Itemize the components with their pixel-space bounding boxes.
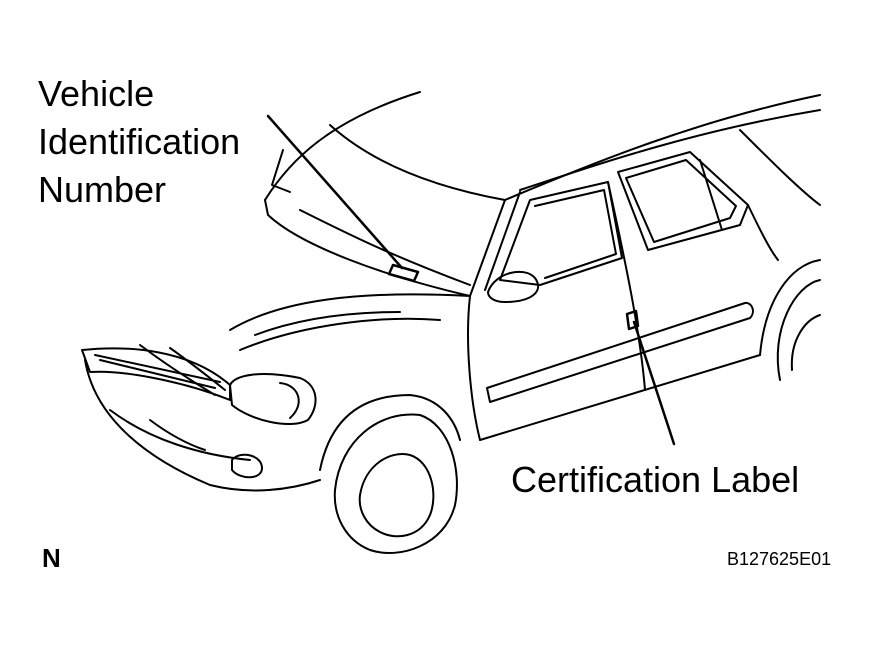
hood-panel-edge bbox=[264, 199, 471, 297]
side-molding bbox=[486, 301, 754, 403]
windshield-top bbox=[329, 124, 506, 201]
headlight-inner bbox=[279, 382, 300, 419]
door-seam-mid bbox=[607, 181, 646, 391]
rear-wheel-outer bbox=[776, 279, 821, 381]
roof-line bbox=[504, 94, 821, 201]
grille-slat-3 bbox=[139, 344, 216, 396]
vin-leader-line bbox=[266, 114, 404, 270]
certification-label-callout: Certification Label bbox=[511, 459, 800, 500]
windshield-edge bbox=[484, 191, 521, 291]
front-tire-outer bbox=[333, 413, 458, 554]
bumper-lower bbox=[109, 409, 251, 461]
bumper-slot bbox=[149, 419, 206, 451]
rear-quarter bbox=[739, 129, 821, 206]
rear-arch bbox=[759, 259, 821, 356]
rear-pillar bbox=[699, 159, 723, 231]
side-mirror bbox=[487, 270, 540, 303]
door-seam-front bbox=[467, 295, 481, 441]
a-pillar bbox=[469, 199, 506, 297]
cert-label-mark bbox=[625, 309, 640, 331]
hood-panel bbox=[264, 91, 421, 201]
rear-wheel-inner bbox=[790, 314, 821, 371]
figure-code: B127625E01 bbox=[727, 549, 832, 569]
rear-window bbox=[617, 151, 749, 251]
front-arch bbox=[319, 394, 461, 471]
door-seam-rear bbox=[747, 204, 779, 261]
fender-top bbox=[229, 293, 471, 331]
cert-leader-line bbox=[632, 320, 676, 446]
door-bottom bbox=[479, 354, 761, 441]
vin-callout-line-3: Number bbox=[38, 169, 167, 210]
headlight bbox=[229, 373, 317, 426]
vin-callout-line-2: Identification bbox=[38, 121, 241, 162]
hood-inner-line bbox=[299, 209, 471, 286]
rear-window-inner bbox=[625, 159, 737, 243]
front-bumper bbox=[84, 359, 321, 492]
fender-line bbox=[239, 317, 441, 351]
grille-outline bbox=[81, 347, 231, 401]
hood-prop-edge bbox=[271, 149, 291, 193]
vin-callout-line-1: Vehicle bbox=[38, 73, 155, 114]
vin-plate bbox=[387, 263, 420, 283]
front-window-inner bbox=[534, 189, 617, 279]
grille-slat-1 bbox=[94, 354, 221, 383]
vin-callout: Vehicle Identification Number bbox=[38, 70, 240, 214]
front-window bbox=[499, 181, 623, 286]
fender-crease bbox=[254, 311, 401, 336]
fog-lamp bbox=[231, 453, 263, 479]
grille-slat-4 bbox=[169, 347, 226, 391]
corner-mark: N bbox=[42, 543, 61, 573]
front-tire-inner bbox=[358, 453, 435, 538]
roof-rail bbox=[519, 109, 821, 191]
